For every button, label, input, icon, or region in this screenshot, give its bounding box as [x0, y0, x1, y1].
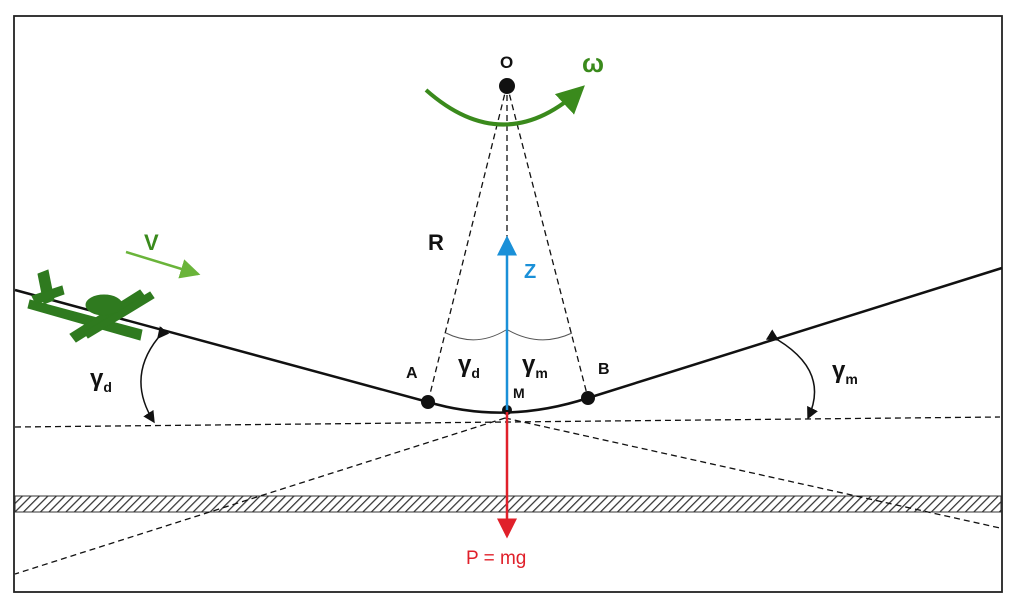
label-gamma-m-center: γm: [522, 351, 548, 381]
label-a: A: [406, 365, 418, 382]
label-o: O: [500, 53, 513, 72]
gamma-m-angle-arc: [765, 329, 818, 420]
climb-extension-line: [14, 417, 506, 575]
label-v: V: [144, 230, 159, 255]
gamma-d-angle-arc: [140, 326, 170, 424]
label-gamma-d-left: γd: [90, 365, 112, 395]
label-omega: ω: [582, 48, 604, 78]
point-o: [499, 78, 515, 94]
label-m: M: [513, 385, 525, 401]
label-gamma-m-right: γm: [832, 357, 858, 387]
descent-extension-line: [504, 417, 1001, 529]
label-b: B: [598, 361, 610, 378]
omega-rotation-arc: [424, 85, 585, 127]
aircraft-icon: [27, 269, 155, 343]
label-weight: P = mg: [466, 548, 526, 569]
label-gamma-d-center: γd: [458, 351, 480, 381]
flight-path: [14, 266, 1003, 414]
radius-line-a: [427, 84, 508, 403]
point-b: [581, 391, 595, 405]
point-a: [421, 395, 435, 409]
radius-line-b: [506, 84, 589, 399]
gamma-m-arc-center: [507, 329, 573, 341]
diagram-frame: [13, 15, 1003, 593]
gamma-d-arc-center: [445, 329, 507, 341]
label-r: R: [428, 230, 444, 255]
velocity-arrow: [125, 250, 201, 279]
label-z: Z: [524, 261, 536, 283]
